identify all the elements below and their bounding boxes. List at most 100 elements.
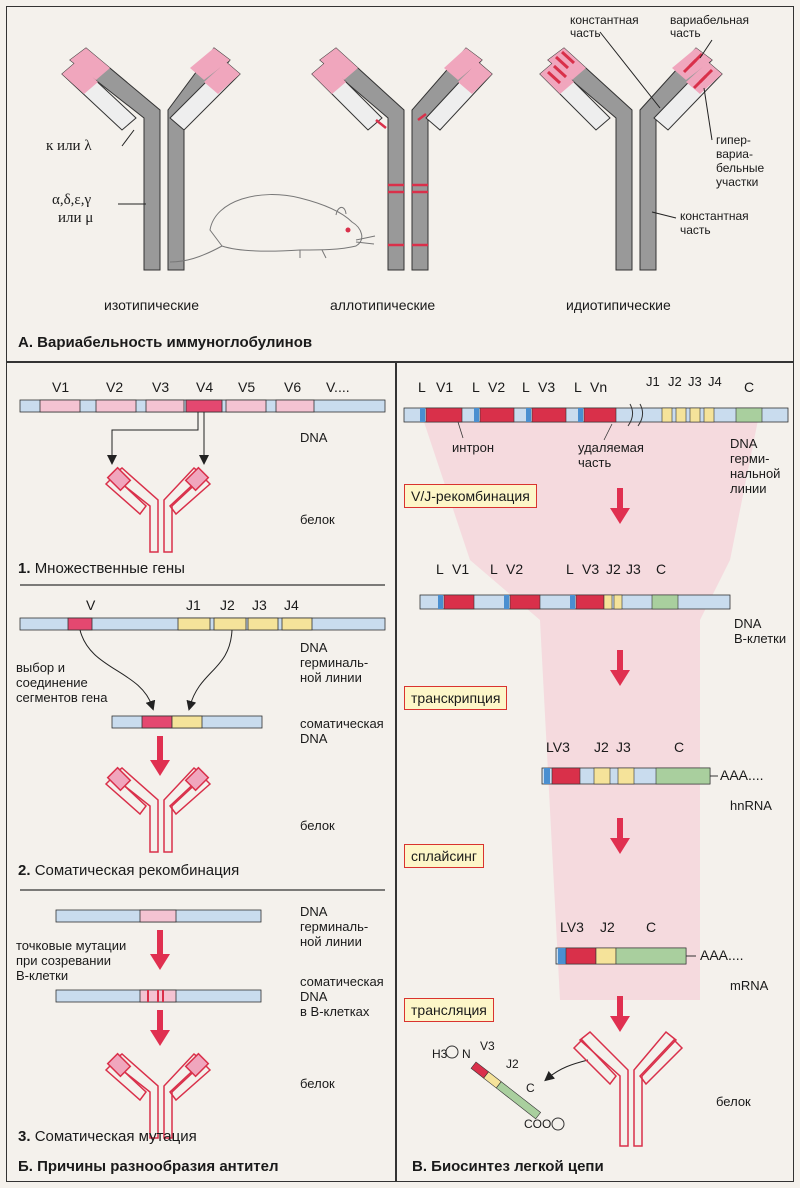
c-top-l2: L bbox=[472, 379, 480, 395]
c-top-l1: L bbox=[418, 379, 426, 395]
b2-title: 2. Соматическая рекомбинация bbox=[18, 862, 240, 879]
antibody-idiotypic bbox=[539, 31, 723, 271]
caption-isotypic: изотипические bbox=[104, 297, 200, 313]
label-heavy-chain-1: α,δ,ε,γ bbox=[52, 192, 92, 208]
c-mrna-label: mRNA bbox=[730, 978, 769, 993]
label-hyper-4: участки bbox=[716, 175, 759, 189]
b2-somatic-2: DNA bbox=[300, 731, 328, 746]
c-hn-j3: J3 bbox=[616, 739, 631, 755]
antibody-isotypic bbox=[61, 47, 241, 271]
c-hn-tail: AAA.... bbox=[720, 767, 764, 783]
step-vj-recombination: V/J-рекомбинация bbox=[404, 484, 537, 508]
c-removed-2: часть bbox=[578, 455, 612, 470]
c-top-v2: V2 bbox=[488, 379, 506, 395]
c-top-j3: J3 bbox=[688, 374, 702, 389]
label-variable-2: часть bbox=[670, 26, 701, 40]
c-top-l3: L bbox=[522, 379, 530, 395]
b2-germ-2: герминаль- bbox=[300, 655, 369, 670]
c-top-j1: J1 bbox=[646, 374, 660, 389]
b2-germ-3: ной линии bbox=[300, 670, 362, 685]
c-chain-coo: COO bbox=[524, 1117, 552, 1131]
label-constant-top-2: часть bbox=[570, 26, 601, 40]
c-top-v3: V3 bbox=[538, 379, 556, 395]
b2-somatic-1: соматическая bbox=[300, 716, 384, 731]
b2-dna-somatic bbox=[111, 715, 263, 729]
c-removed-1: удаляемая bbox=[578, 440, 644, 455]
c-dna-b-1: DNA bbox=[734, 616, 762, 631]
step-splicing: сплайсинг bbox=[404, 844, 485, 868]
b3-point-1: точковые мутации bbox=[16, 938, 127, 953]
c-top-v1: V1 bbox=[436, 379, 454, 395]
c-germ-4: линии bbox=[730, 481, 767, 496]
c-m-lv3: LV3 bbox=[560, 919, 584, 935]
panel-c-frame bbox=[396, 362, 794, 1182]
label-light-chain: к или λ bbox=[46, 138, 92, 154]
c-protein-antibody bbox=[572, 1030, 684, 1147]
b3-germ-1: DNA bbox=[300, 904, 328, 919]
label-constant-bottom-1: константная bbox=[680, 209, 749, 223]
c-b-j2: J2 bbox=[606, 561, 621, 577]
c-top-vn: Vn bbox=[590, 379, 608, 395]
b2-dna-germline bbox=[19, 617, 386, 631]
b3-protein-label: белок bbox=[300, 1076, 335, 1091]
c-b-v2: V2 bbox=[506, 561, 524, 577]
c-b-c: C bbox=[656, 561, 667, 577]
c-hn-lv3: LV3 bbox=[546, 739, 570, 755]
c-b-l1: L bbox=[436, 561, 444, 577]
c-m-j2: J2 bbox=[600, 919, 615, 935]
b1-dna bbox=[19, 399, 386, 413]
panel-b-title: Б. Причины разнообразия антител bbox=[18, 1158, 279, 1175]
c-chain-v3: V3 bbox=[480, 1039, 495, 1053]
b3-somatic-2: DNA bbox=[300, 989, 328, 1004]
b1-seg-v6: V6 bbox=[284, 379, 302, 395]
b2-j3: J3 bbox=[252, 597, 267, 613]
protein-antibody-1 bbox=[104, 466, 212, 553]
c-dna-bcell bbox=[419, 594, 731, 610]
b2-select-3: сегментов гена bbox=[16, 690, 108, 705]
label-heavy-chain-2: или μ bbox=[58, 210, 94, 226]
b3-somatic-1: соматическая bbox=[300, 974, 384, 989]
b2-select-1: выбор и bbox=[16, 660, 66, 675]
b3-somatic-3: в В-клетках bbox=[300, 1004, 370, 1019]
c-chain-j2: J2 bbox=[506, 1057, 519, 1071]
c-b-v1: V1 bbox=[452, 561, 470, 577]
mouse-drawing bbox=[169, 194, 376, 263]
b2-protein-label: белок bbox=[300, 818, 335, 833]
b3-title: 3. Соматическая мутация bbox=[18, 1128, 197, 1145]
b2-v-label: V bbox=[86, 597, 96, 613]
panel-c-title: В. Биосинтез легкой цепи bbox=[412, 1158, 604, 1175]
b1-seg-vn: V.... bbox=[326, 379, 350, 395]
flow-band bbox=[420, 410, 760, 1000]
c-intron: интрон bbox=[452, 440, 495, 455]
b3-germ-2: герминаль- bbox=[300, 919, 369, 934]
c-hn-j2: J2 bbox=[594, 739, 609, 755]
step-translation: трансляция bbox=[404, 998, 494, 1022]
c-dna-b-2: В-клетки bbox=[734, 631, 787, 646]
c-b-v3: V3 bbox=[582, 561, 600, 577]
label-hyper-3: бельные bbox=[716, 161, 765, 175]
c-protein-chain bbox=[470, 1061, 542, 1120]
c-top-j2: J2 bbox=[668, 374, 682, 389]
b3-point-2: при созревании bbox=[16, 953, 111, 968]
c-m-tail: AAA.... bbox=[700, 947, 744, 963]
c-top-j4: J4 bbox=[708, 374, 722, 389]
b1-seg-v5: V5 bbox=[238, 379, 256, 395]
step-transcription: транскрипция bbox=[404, 686, 508, 710]
c-germ-1: DNA bbox=[730, 436, 758, 451]
antibody-allotypic bbox=[311, 47, 493, 271]
b2-select-2: соединение bbox=[16, 675, 88, 690]
b1-seg-v4: V4 bbox=[196, 379, 214, 395]
c-germ-2: герми- bbox=[730, 451, 770, 466]
c-chain-c: C bbox=[526, 1081, 535, 1095]
b2-germ-1: DNA bbox=[300, 640, 328, 655]
panel-a-title: А. Вариабельность иммуноглобулинов bbox=[18, 334, 313, 351]
label-hyper-2: вариа- bbox=[716, 147, 753, 161]
c-top-c: C bbox=[744, 379, 755, 395]
c-germ-3: нальной bbox=[730, 466, 781, 481]
c-hn-c: C bbox=[674, 739, 685, 755]
panel-b-frame bbox=[6, 362, 396, 1182]
caption-idiotypic: идиотипические bbox=[566, 297, 671, 313]
c-hnrna-label: hnRNA bbox=[730, 798, 772, 813]
label-variable-1: вариабельная bbox=[670, 13, 750, 27]
